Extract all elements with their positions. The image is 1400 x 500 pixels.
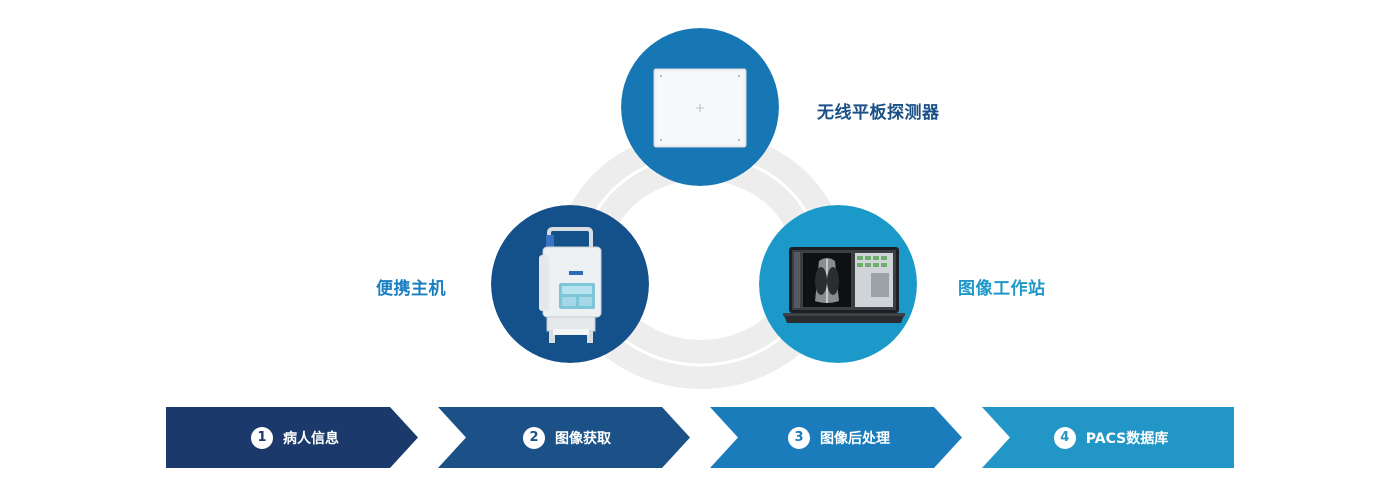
portable-host-label: 便携主机: [376, 279, 446, 299]
step-label: 病人信息: [283, 430, 339, 447]
step-patient-info: 1 病人信息: [166, 407, 418, 468]
step-image-postprocessing: 3 图像后处理: [710, 407, 962, 468]
node-portable-host: [491, 205, 649, 363]
step-arrow-shape: [982, 407, 1234, 468]
node-workstation: [759, 205, 917, 363]
workstation-label: 图像工作站: [958, 279, 1046, 299]
step-label: 图像获取: [555, 430, 611, 447]
step-arrow-shape: [710, 407, 962, 468]
step-number-badge: 3: [788, 426, 810, 449]
node-detector: [621, 28, 779, 186]
step-pacs-database: 4 PACS数据库: [982, 407, 1234, 468]
step-number-badge: 4: [1053, 426, 1076, 449]
step-arrow-shape: [438, 407, 690, 468]
detector-label: 无线平板探测器: [817, 103, 940, 123]
step-arrow-shape: [166, 407, 418, 468]
step-number-badge: 2: [523, 426, 545, 449]
step-label: 图像后处理: [820, 430, 890, 447]
step-number-badge: 1: [251, 426, 273, 449]
step-image-acquisition: 2 图像获取: [438, 407, 690, 468]
step-label: PACS数据库: [1085, 430, 1169, 447]
